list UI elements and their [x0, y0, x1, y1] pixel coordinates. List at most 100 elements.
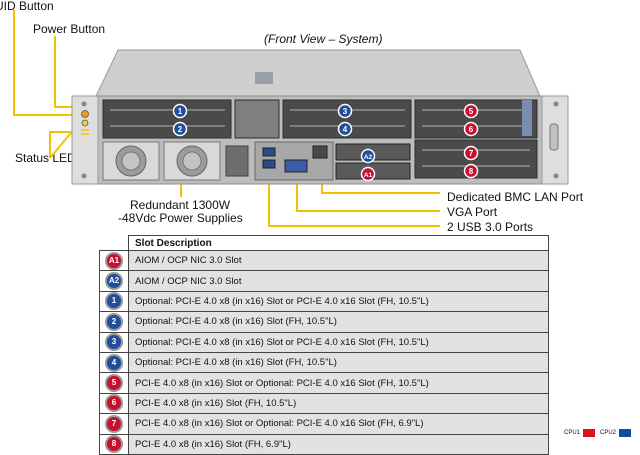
bmc-lan-label: Dedicated BMC LAN Port — [447, 190, 584, 204]
power-supply-left — [102, 141, 160, 181]
slot-badge-cell: A1 — [99, 249, 129, 272]
psu-label-line2: -48Vdc Power Supplies — [118, 211, 243, 225]
slot-description: Optional: PCI-E 4.0 x8 (in x16) Slot (FH… — [128, 351, 549, 374]
pull-handle-icon — [549, 123, 559, 151]
power-button-label: Power Button — [33, 22, 106, 36]
table-row: 7 PCI-E 4.0 x8 (in x16) Slot or Optional:… — [99, 413, 549, 435]
table-header-slot-description: Slot Description — [128, 235, 549, 251]
chassis-slot-badge-label: 4 — [343, 125, 348, 134]
slot-description: AIOM / OCP NIC 3.0 Slot — [128, 270, 549, 292]
slot-badge-cell: 5 — [99, 372, 129, 394]
chassis-slot-badge — [172, 121, 188, 137]
slot-description: PCI-E 4.0 x8 (in x16) Slot or Optional: … — [128, 372, 549, 394]
uid-button-icon — [81, 110, 89, 118]
chassis-lid-label — [255, 72, 273, 84]
usb-port — [262, 147, 276, 157]
table-row: 8 PCI-E 4.0 x8 (in x16) Slot (FH, 6.9"L) — [99, 433, 549, 455]
chassis-slot-badge — [463, 145, 479, 161]
chassis-slot-badge-label: 3 — [343, 107, 348, 116]
slot-badge: 2 — [105, 312, 123, 331]
figure-caption: (Front View – System) — [264, 32, 383, 46]
service-tag — [522, 100, 532, 136]
rack-ear-screw-right-bottom — [553, 173, 559, 179]
status-led-icon — [81, 129, 89, 131]
table-header-spacer — [99, 235, 129, 251]
chassis-slot-badge — [172, 103, 188, 119]
legend-cpu2-label: CPU2 — [600, 430, 617, 436]
vga-port-label: VGA Port — [447, 205, 498, 219]
table-row: 3 Optional: PCI-E 4.0 x8 (in x16) Slot or… — [99, 331, 549, 353]
chassis-slot-badge — [463, 163, 479, 179]
bmc-lan-port — [312, 145, 328, 159]
slot-badge-cell: 8 — [99, 433, 129, 455]
slot-badge: 5 — [105, 374, 123, 393]
table-row: 2 Optional: PCI-E 4.0 x8 (in x16) Slot (F… — [99, 311, 549, 333]
chassis-slot-badge-label: 6 — [469, 125, 474, 134]
slot-description: Optional: PCI-E 4.0 x8 (in x16) Slot or … — [128, 290, 549, 313]
slot-badge: A2 — [105, 272, 123, 291]
slot-description: Optional: PCI-E 4.0 x8 (in x16) Slot (FH… — [128, 311, 549, 333]
chassis-slot-badge — [360, 166, 376, 182]
rack-ear-screw-left-bottom — [81, 173, 87, 179]
slot-badge-cell: 4 — [99, 351, 129, 374]
usb-port — [262, 159, 276, 169]
status-leds-label: Status LEDs — [15, 151, 82, 165]
chassis-slot-badge — [463, 103, 479, 119]
slot-badge: 3 — [105, 333, 123, 352]
rack-ear-left — [71, 95, 99, 185]
table-row: 4 Optional: PCI-E 4.0 x8 (in x16) Slot (F… — [99, 351, 549, 374]
chassis-top-lid — [95, 49, 541, 97]
table-row: 6 PCI-E 4.0 x8 (in x16) Slot (FH, 10.5"L) — [99, 392, 549, 415]
vga-port — [284, 159, 308, 173]
table-row: A2 AIOM / OCP NIC 3.0 Slot — [99, 270, 549, 292]
chassis-slot-badge-label: A1 — [364, 172, 373, 179]
slot-badge-cell: A2 — [99, 270, 129, 292]
slot-badge-cell: 7 — [99, 413, 129, 435]
slot-badge-cell: 3 — [99, 331, 129, 353]
slot-badge: A1 — [105, 251, 123, 270]
slot-description: PCI-E 4.0 x8 (in x16) Slot (FH, 10.5"L) — [128, 392, 549, 415]
pci-bays — [102, 99, 538, 179]
chassis-slot-badge-label: 8 — [469, 167, 474, 176]
psu-label-line1: Redundant 1300W — [130, 198, 231, 212]
chassis-slot-badge — [337, 103, 353, 119]
status-led-icon — [81, 133, 89, 135]
slot-badge-cell: 6 — [99, 392, 129, 415]
legend-cpu1-swatch — [583, 429, 596, 437]
chassis-slot-badge — [463, 121, 479, 137]
table-row: A1 AIOM / OCP NIC 3.0 Slot — [99, 249, 549, 272]
psu-connector — [225, 145, 249, 177]
chassis-slot-badge — [360, 148, 376, 164]
usb-ports-label: 2 USB 3.0 Ports — [447, 220, 534, 234]
cpu-legend: CPU1 CPU2 — [564, 429, 632, 437]
slot-description: AIOM / OCP NIC 3.0 Slot — [128, 249, 549, 272]
chassis-slot-badge-label: 7 — [469, 149, 474, 158]
slot-description: PCI-E 4.0 x8 (in x16) Slot or Optional: … — [128, 413, 549, 435]
chassis-slot-badge-label: A2 — [364, 154, 373, 161]
slot-badge: 4 — [105, 353, 123, 372]
slot-badge-cell: 1 — [99, 290, 129, 313]
rack-ear-screw-left — [81, 101, 87, 107]
slot-badge: 6 — [105, 394, 123, 413]
slot-badge: 8 — [105, 435, 123, 454]
slot-description: Optional: PCI-E 4.0 x8 (in x16) Slot or … — [128, 331, 549, 353]
slot-description: PCI-E 4.0 x8 (in x16) Slot (FH, 6.9"L) — [128, 433, 549, 455]
uid-button-label: UID Button — [0, 0, 54, 13]
chassis-slot-badge-label: 2 — [178, 125, 183, 134]
legend-cpu1-label: CPU1 — [564, 430, 581, 436]
legend-cpu2-swatch — [619, 429, 632, 437]
chassis-slot-badge — [337, 121, 353, 137]
chassis-slot-badge-label: 1 — [178, 107, 183, 116]
table-header-row: Slot Description — [99, 235, 549, 251]
chassis-slot-badge-label: 5 — [469, 107, 474, 116]
slot-badge: 7 — [105, 414, 123, 433]
rack-ear-screw-right — [553, 101, 559, 107]
slot-badge-cell: 2 — [99, 311, 129, 333]
power-supply-right — [163, 141, 221, 181]
table-row: 5 PCI-E 4.0 x8 (in x16) Slot or Optional:… — [99, 372, 549, 394]
power-button-icon — [81, 119, 89, 127]
